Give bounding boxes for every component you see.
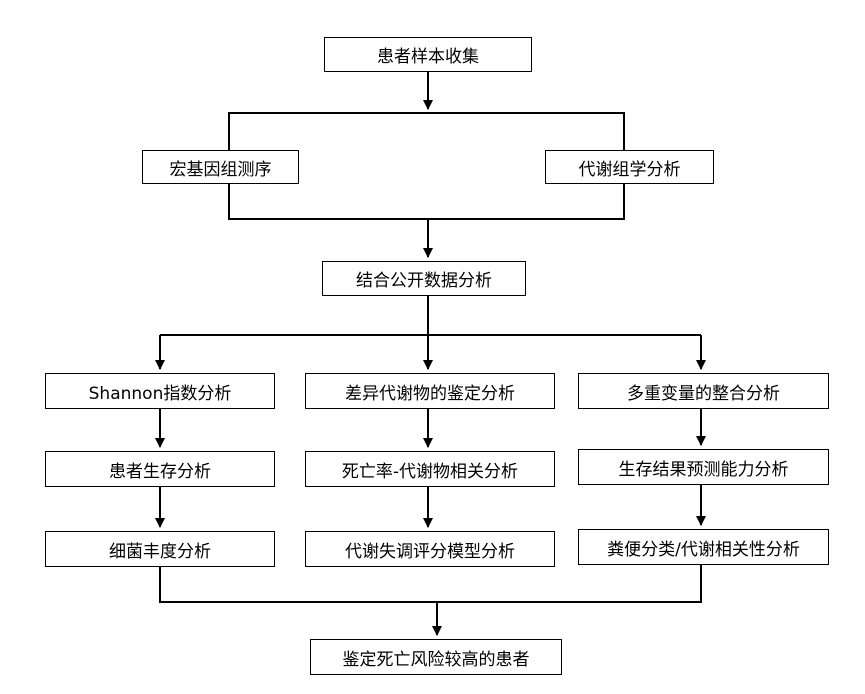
bottom-merge-line xyxy=(159,565,702,603)
node-mortality-corr: 死亡率-代谢物相关分析 xyxy=(305,451,555,487)
node-identify: 鉴定死亡风险较高的患者 xyxy=(310,639,562,675)
node-diff-metab: 差异代谢物的鉴定分析 xyxy=(305,373,555,409)
node-multivar: 多重变量的整合分析 xyxy=(578,373,829,409)
node-public-data: 结合公开数据分析 xyxy=(322,261,526,296)
merge-line xyxy=(228,183,625,220)
node-shannon: Shannon指数分析 xyxy=(45,373,275,409)
node-dysreg-model: 代谢失调评分模型分析 xyxy=(305,531,555,567)
node-stool-corr: 粪便分类/代谢相关性分析 xyxy=(578,529,829,565)
node-outcome-pred: 生存结果预测能力分析 xyxy=(578,449,829,485)
node-survival: 患者生存分析 xyxy=(45,451,275,487)
node-collect: 患者样本收集 xyxy=(324,37,532,72)
node-metabolomics: 代谢组学分析 xyxy=(545,150,714,184)
node-abundance: 细菌丰度分析 xyxy=(45,531,275,567)
node-metagenome: 宏基因组测序 xyxy=(142,150,299,184)
split-line-top xyxy=(228,112,625,150)
